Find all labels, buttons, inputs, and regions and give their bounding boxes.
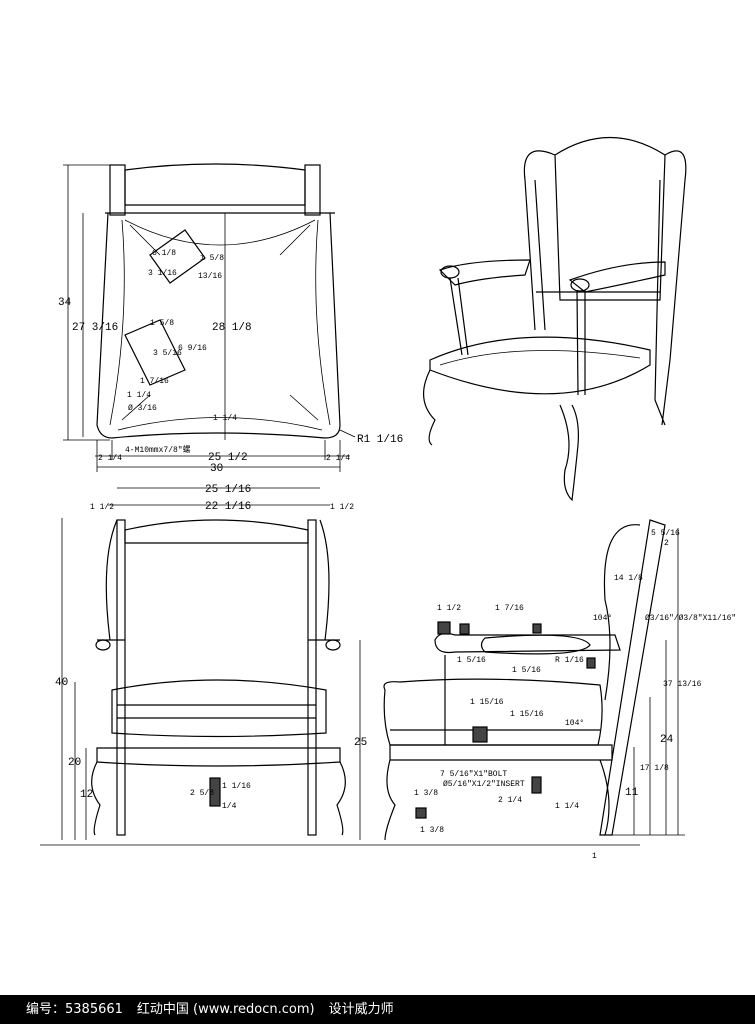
- bolt-note: 4-M10mmx7/8"螺: [125, 444, 191, 455]
- hole-note: Ø3/16"/Ø3/8"X11/16": [645, 614, 736, 623]
- image-id: 编号：5385661: [26, 1002, 123, 1017]
- dim-section-b: 1 1/16: [222, 782, 251, 791]
- dim-seat-b: 1 15/16: [510, 710, 544, 719]
- perspective-view: [423, 136, 687, 502]
- dim-total-height: 40: [55, 677, 68, 689]
- plan-view: 34 27 3/16 28 1/8 30 25 1/2 2 1/4 2 1/4 …: [58, 163, 403, 475]
- dim-side-seat-height: 17 1/8: [640, 764, 669, 773]
- dim-block2-c: 3 5/16: [153, 349, 182, 358]
- dim-arm-b: 1 5/16: [512, 666, 541, 675]
- insert-note: Ø5/16"X1/2"INSERT: [443, 780, 525, 789]
- dim-hole-dia: Ø 3/16: [128, 404, 157, 413]
- bolt-note-side: 7 5/16"X1"BOLT: [440, 770, 507, 779]
- dim-front-outer-width: 25 1/16: [205, 484, 251, 496]
- dim-side-rail-height: 11: [625, 787, 639, 799]
- dim-top-offset: 5 5/16: [651, 529, 680, 538]
- author-name: 设计威力师: [328, 1002, 394, 1017]
- dim-block2-d: 1 7/16: [140, 377, 169, 386]
- dim-rail-b: 1 1/4: [555, 802, 579, 811]
- dim-arm-w: 1 1/2: [437, 604, 461, 613]
- dim-angle-seat: 104°: [565, 719, 584, 728]
- dim-block1-b: 1 5/8: [200, 254, 224, 263]
- dim-right-offset: 2 1/4: [326, 454, 350, 463]
- dim-floor: 1: [592, 852, 597, 861]
- dim-front-inner-width: 22 1/16: [205, 501, 251, 513]
- dim-block2-a: 1 5/8: [150, 319, 174, 328]
- dim-top-thick: 2: [664, 539, 669, 548]
- dim-block2-b: 6 9/16: [178, 344, 207, 353]
- dim-center-depth: 28 1/8: [212, 322, 252, 334]
- dim-block1-a: 6 1/8: [152, 249, 176, 258]
- dim-overall-width: 30: [210, 463, 223, 475]
- dim-side-arm-height: 24: [660, 734, 674, 746]
- dim-seat-height: 20: [68, 757, 81, 769]
- dim-right-post: 1 1/2: [330, 503, 354, 512]
- dim-section-c: 1/4: [222, 802, 237, 811]
- dim-left-post: 1 1/2: [90, 503, 114, 512]
- site-name: 红动中国 (www.redocn.com): [136, 1002, 315, 1017]
- dim-arm-height: 25: [354, 737, 367, 749]
- dim-block1-c: 3 1/16: [148, 269, 177, 278]
- dim-arm-a: 1 5/16: [457, 656, 486, 665]
- dim-leg-a: 1 3/8: [414, 789, 438, 798]
- front-view: 25 1/16 22 1/16 1 1/2 1 1/2 40 20 12 25 …: [40, 484, 380, 846]
- dim-block1-d: 13/16: [198, 272, 222, 281]
- chair-technical-drawing: 34 27 3/16 28 1/8 30 25 1/2 2 1/4 2 1/4 …: [40, 136, 736, 861]
- dim-section-a: 2 5/8: [190, 789, 214, 798]
- dim-side-total-height: 37 13/16: [663, 680, 702, 689]
- dim-rail-height: 12: [80, 789, 93, 801]
- dim-rail-a: 2 1/4: [498, 796, 522, 805]
- dim-rail-gap: 1 1/4: [213, 414, 237, 423]
- dim-left-offset: 2 1/4: [98, 454, 122, 463]
- dim-leg-b: 1 3/8: [420, 826, 444, 835]
- dim-arm-r: R 1/16: [555, 656, 584, 665]
- dim-seat-a: 1 15/16: [470, 698, 504, 707]
- dim-radius: R1 1/16: [357, 434, 403, 446]
- dim-inner-width: 25 1/2: [208, 452, 248, 464]
- dim-seat-depth: 27 3/16: [72, 322, 118, 334]
- dim-corner: 1 1/4: [127, 391, 151, 400]
- dim-overall-depth: 34: [58, 297, 72, 309]
- dim-arm-t: 1 7/16: [495, 604, 524, 613]
- dim-angle-back: 104°: [593, 614, 612, 623]
- dim-back-length: 14 1/8: [614, 574, 643, 583]
- watermark-footer: 编号：5385661 红动中国 (www.redocn.com) 设计威力师: [0, 995, 755, 1024]
- side-view: 5 5/16 2 14 1/8 104° 104° Ø3/16"/Ø3/8"X1…: [380, 519, 736, 861]
